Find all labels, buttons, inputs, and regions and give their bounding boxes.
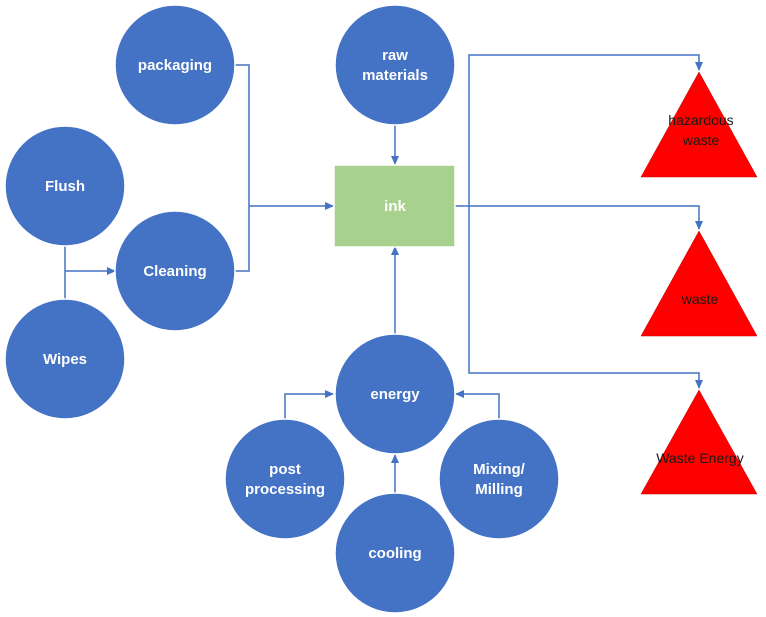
energy-circle	[334, 333, 456, 455]
wipes-label: Wipes	[43, 351, 87, 368]
waste-triangle	[640, 230, 758, 337]
connectors	[64, 54, 703, 494]
node-raw-materials: raw materials	[334, 4, 456, 126]
raw-materials-circle	[334, 4, 456, 126]
mixing-milling-label-line: Mixing/	[473, 461, 525, 478]
waste-energy-label: Waste Energy	[656, 450, 743, 466]
node-ink: ink	[333, 164, 456, 248]
packaging-label: packaging	[138, 57, 212, 74]
node-packaging: packaging	[114, 4, 236, 126]
wipes-label-line: Wipes	[43, 351, 87, 368]
node-waste: waste	[640, 230, 758, 337]
node-cooling: cooling	[334, 492, 456, 614]
connector-ink-to-waste	[455, 205, 703, 230]
hazardous-waste-label-line: hazardous	[668, 112, 733, 128]
node-hazardous-waste: hazardous waste	[640, 71, 758, 178]
waste-label: waste	[681, 291, 719, 307]
node-flush: Flush	[4, 125, 126, 247]
flush-circle	[4, 125, 126, 247]
connector-ink-to-waste-energy	[468, 206, 703, 389]
cleaning-label: Cleaning	[143, 263, 206, 280]
waste-label-line: waste	[681, 291, 719, 307]
ink-label: ink	[384, 198, 406, 215]
hazardous-waste-label-line: waste	[682, 132, 720, 148]
node-waste-energy: Waste Energy	[640, 389, 758, 495]
cooling-circle	[334, 492, 456, 614]
hazardous-waste-triangle	[640, 71, 758, 178]
packaging-label-line: packaging	[138, 57, 212, 74]
node-wipes: Wipes	[4, 298, 126, 420]
raw-materials-label-line: materials	[362, 67, 428, 84]
packaging-circle	[114, 4, 236, 126]
connector-packaging-to-bus	[234, 64, 250, 272]
raw-materials-label-line: raw	[382, 47, 408, 64]
waste-energy-triangle	[640, 389, 758, 495]
node-mixing-milling: Mixing/Milling	[438, 418, 560, 540]
post-processing-circle	[224, 418, 346, 540]
energy-label: energy	[370, 386, 420, 403]
ink-label-line: ink	[384, 198, 406, 215]
post-processing-label-line: processing	[245, 481, 325, 498]
ink-box	[333, 164, 456, 248]
post-processing-label-line: post	[269, 461, 301, 478]
node-energy: energy	[334, 333, 456, 455]
raw-materials-label: raw materials	[362, 47, 428, 84]
connector-post-to-energy	[284, 390, 334, 420]
hazardous-waste-label: hazardous waste	[668, 112, 733, 148]
connector-ink-to-hazardous	[468, 54, 703, 206]
node-post-processing: post processing	[224, 418, 346, 540]
energy-label-line: energy	[370, 386, 420, 403]
cleaning-circle	[114, 210, 236, 332]
flush-label-line: Flush	[45, 178, 85, 195]
waste-energy-label-line: Waste Energy	[656, 450, 743, 466]
connector-mixing-to-energy	[455, 390, 500, 420]
cleaning-label-line: Cleaning	[143, 263, 206, 280]
mixing-milling-label: Mixing/Milling	[473, 461, 525, 498]
post-processing-label: post processing	[245, 461, 325, 498]
mixing-milling-label-line: Milling	[475, 481, 523, 498]
flush-label: Flush	[45, 178, 85, 195]
mixing-milling-circle	[438, 418, 560, 540]
cooling-label: cooling	[368, 545, 421, 562]
wipes-circle	[4, 298, 126, 420]
node-cleaning: Cleaning	[114, 210, 236, 332]
cooling-label-line: cooling	[368, 545, 421, 562]
